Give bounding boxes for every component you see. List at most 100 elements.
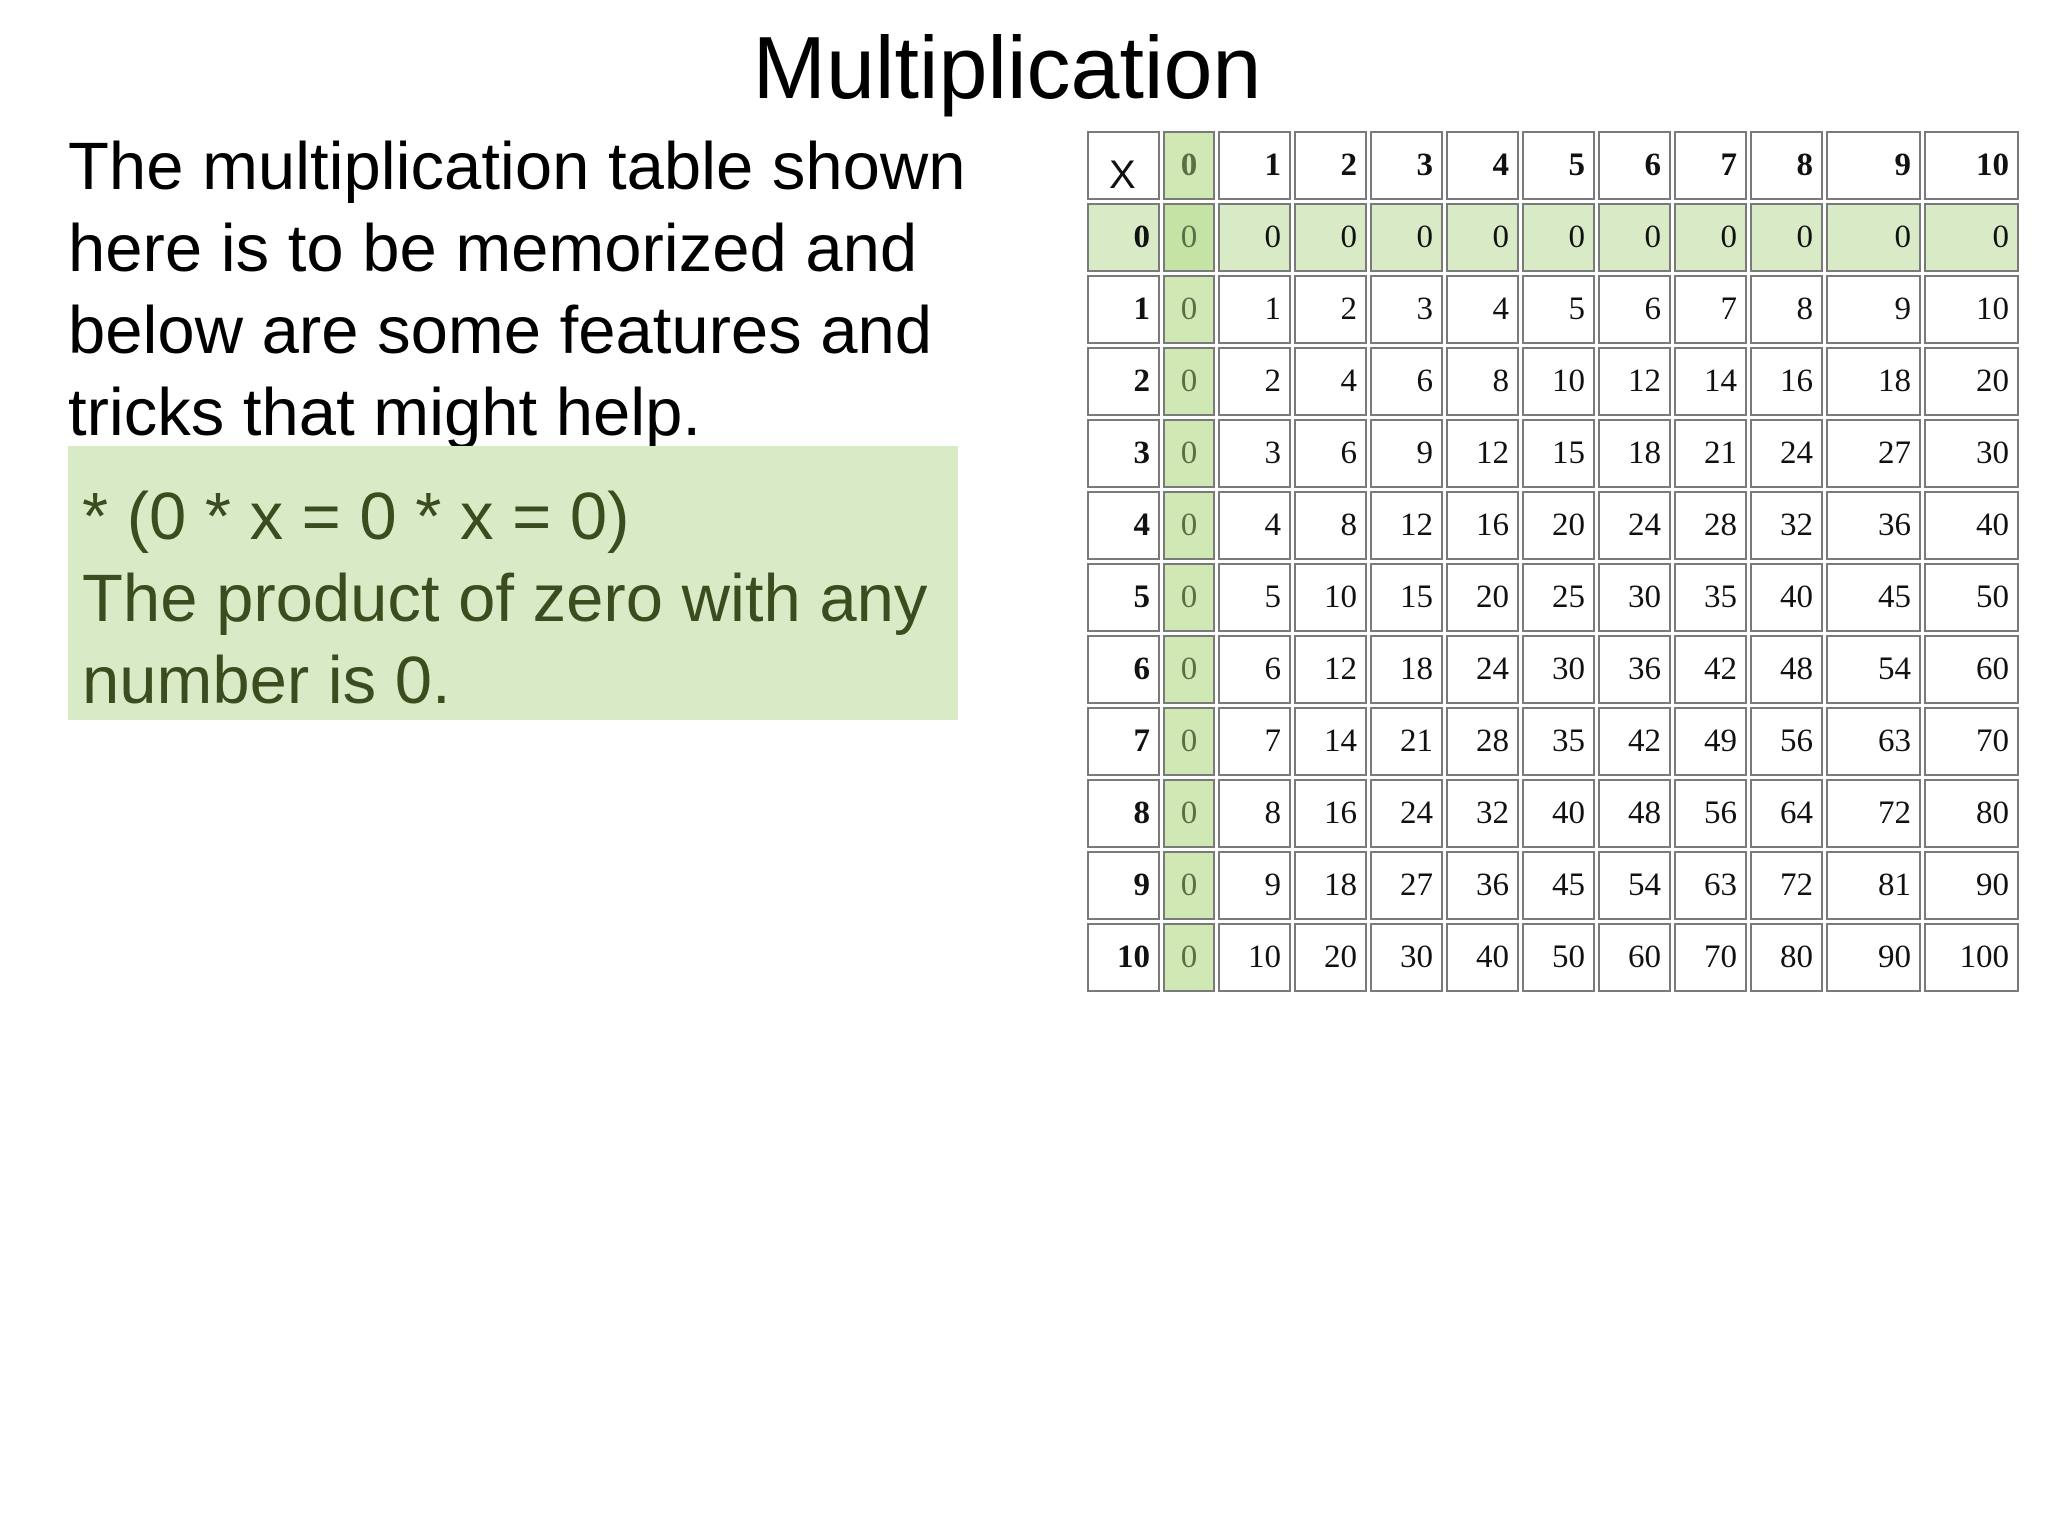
table-cell: 15 bbox=[1522, 419, 1595, 488]
table-cell: 90 bbox=[1924, 851, 2019, 920]
table-cell: 90 bbox=[1826, 923, 1921, 992]
table-cell: 14 bbox=[1294, 707, 1367, 776]
table-cell: 0 bbox=[1163, 419, 1215, 488]
row-header: 3 bbox=[1087, 419, 1160, 488]
table-cell: 10 bbox=[1522, 347, 1595, 416]
table-cell: 80 bbox=[1750, 923, 1823, 992]
table-cell: 24 bbox=[1370, 779, 1443, 848]
table-cell: 60 bbox=[1924, 635, 2019, 704]
table-cell: 3 bbox=[1370, 275, 1443, 344]
table-cell: 8 bbox=[1218, 779, 1291, 848]
table-cell: 0 bbox=[1750, 203, 1823, 272]
column-header: 10 bbox=[1924, 131, 2019, 200]
table-cell: 45 bbox=[1826, 563, 1921, 632]
zero-rule-explanation-line-1: The product of zero with any bbox=[82, 561, 928, 636]
table-cell: 18 bbox=[1826, 347, 1921, 416]
table-cell: 12 bbox=[1370, 491, 1443, 560]
table-cell: 21 bbox=[1370, 707, 1443, 776]
table-cell: 6 bbox=[1370, 347, 1443, 416]
table-cell: 24 bbox=[1750, 419, 1823, 488]
table-cell: 16 bbox=[1294, 779, 1367, 848]
table-cell: 54 bbox=[1826, 635, 1921, 704]
column-header: 7 bbox=[1674, 131, 1747, 200]
column-header: 1 bbox=[1218, 131, 1291, 200]
table-cell: 5 bbox=[1522, 275, 1595, 344]
table-cell: 48 bbox=[1750, 635, 1823, 704]
column-header: 8 bbox=[1750, 131, 1823, 200]
table-cell: 0 bbox=[1163, 203, 1215, 272]
table-cell: 16 bbox=[1750, 347, 1823, 416]
table-cell: 18 bbox=[1370, 635, 1443, 704]
table-cell: 49 bbox=[1674, 707, 1747, 776]
table-cell: 12 bbox=[1294, 635, 1367, 704]
table-cell: 80 bbox=[1924, 779, 2019, 848]
table-cell: 4 bbox=[1446, 275, 1519, 344]
table-cell: 6 bbox=[1294, 419, 1367, 488]
table-cell: 0 bbox=[1294, 203, 1367, 272]
table-cell: 0 bbox=[1163, 851, 1215, 920]
table-cell: 8 bbox=[1446, 347, 1519, 416]
corner-symbol: X bbox=[1087, 131, 1160, 200]
table-cell: 35 bbox=[1522, 707, 1595, 776]
table-cell: 0 bbox=[1446, 203, 1519, 272]
table-cell: 28 bbox=[1674, 491, 1747, 560]
table-cell: 30 bbox=[1598, 563, 1671, 632]
table-cell: 42 bbox=[1598, 707, 1671, 776]
table-cell: 56 bbox=[1750, 707, 1823, 776]
table-cell: 20 bbox=[1294, 923, 1367, 992]
column-header: 9 bbox=[1826, 131, 1921, 200]
table-cell: 14 bbox=[1674, 347, 1747, 416]
table-cell: 24 bbox=[1446, 635, 1519, 704]
table-cell: 100 bbox=[1924, 923, 2019, 992]
table-cell: 63 bbox=[1826, 707, 1921, 776]
table-cell: 0 bbox=[1163, 707, 1215, 776]
table-cell: 0 bbox=[1674, 203, 1747, 272]
table-cell: 3 bbox=[1218, 419, 1291, 488]
table-cell: 25 bbox=[1522, 563, 1595, 632]
table-cell: 36 bbox=[1826, 491, 1921, 560]
table-cell: 81 bbox=[1826, 851, 1921, 920]
table-cell: 6 bbox=[1218, 635, 1291, 704]
row-header: 0 bbox=[1087, 203, 1160, 272]
table-cell: 36 bbox=[1598, 635, 1671, 704]
table-cell: 48 bbox=[1598, 779, 1671, 848]
table-cell: 36 bbox=[1446, 851, 1519, 920]
table-cell: 6 bbox=[1598, 275, 1671, 344]
table-cell: 30 bbox=[1522, 635, 1595, 704]
zero-property-callout: * (0 * x = 0 * x = 0) The product of zer… bbox=[68, 446, 958, 720]
table-cell: 15 bbox=[1370, 563, 1443, 632]
table-cell: 32 bbox=[1446, 779, 1519, 848]
table-cell: 70 bbox=[1674, 923, 1747, 992]
table-cell: 2 bbox=[1218, 347, 1291, 416]
table-cell: 0 bbox=[1924, 203, 2019, 272]
table-cell: 32 bbox=[1750, 491, 1823, 560]
table-cell: 40 bbox=[1446, 923, 1519, 992]
table-cell: 0 bbox=[1163, 923, 1215, 992]
table-cell: 70 bbox=[1924, 707, 2019, 776]
row-header: 7 bbox=[1087, 707, 1160, 776]
row-header: 8 bbox=[1087, 779, 1160, 848]
table-cell: 4 bbox=[1218, 491, 1291, 560]
row-header: 4 bbox=[1087, 491, 1160, 560]
slide-title: Multiplication bbox=[752, 18, 1262, 117]
table-cell: 28 bbox=[1446, 707, 1519, 776]
table-cell: 9 bbox=[1218, 851, 1291, 920]
table-cell: 72 bbox=[1826, 779, 1921, 848]
column-header: 0 bbox=[1163, 131, 1215, 200]
table-cell: 50 bbox=[1924, 563, 2019, 632]
table-cell: 30 bbox=[1370, 923, 1443, 992]
table-cell: 4 bbox=[1294, 347, 1367, 416]
table-cell: 10 bbox=[1294, 563, 1367, 632]
table-cell: 30 bbox=[1924, 419, 2019, 488]
table-cell: 24 bbox=[1598, 491, 1671, 560]
